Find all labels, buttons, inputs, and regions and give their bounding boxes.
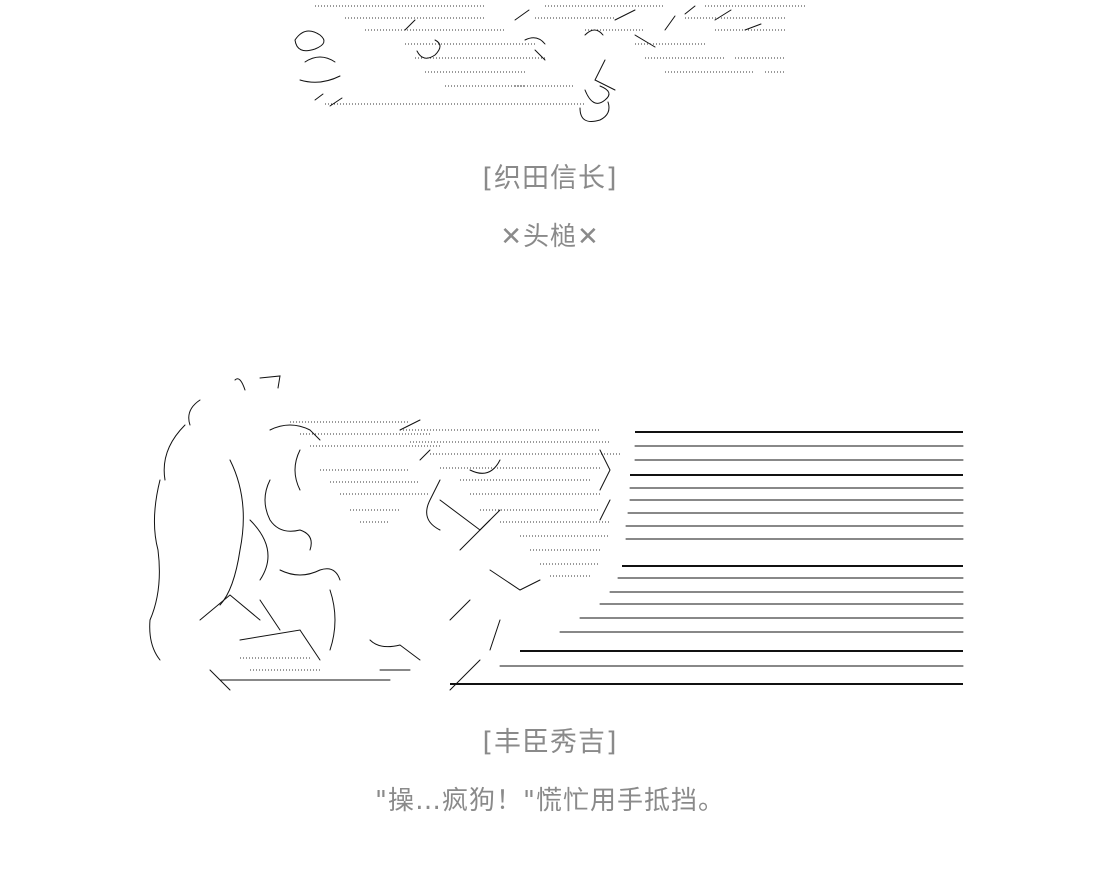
dialogue-caption: "操…疯狗！"慌忙用手抵挡。 bbox=[375, 786, 725, 816]
ascii-art-illustration-1 bbox=[285, 0, 815, 135]
action-caption: ✕头槌✕ bbox=[500, 222, 600, 252]
character-name-label: [织田信长] bbox=[482, 163, 618, 194]
ascii-art-illustration-2 bbox=[140, 370, 970, 700]
character-name-label: [丰臣秀吉] bbox=[482, 727, 618, 758]
